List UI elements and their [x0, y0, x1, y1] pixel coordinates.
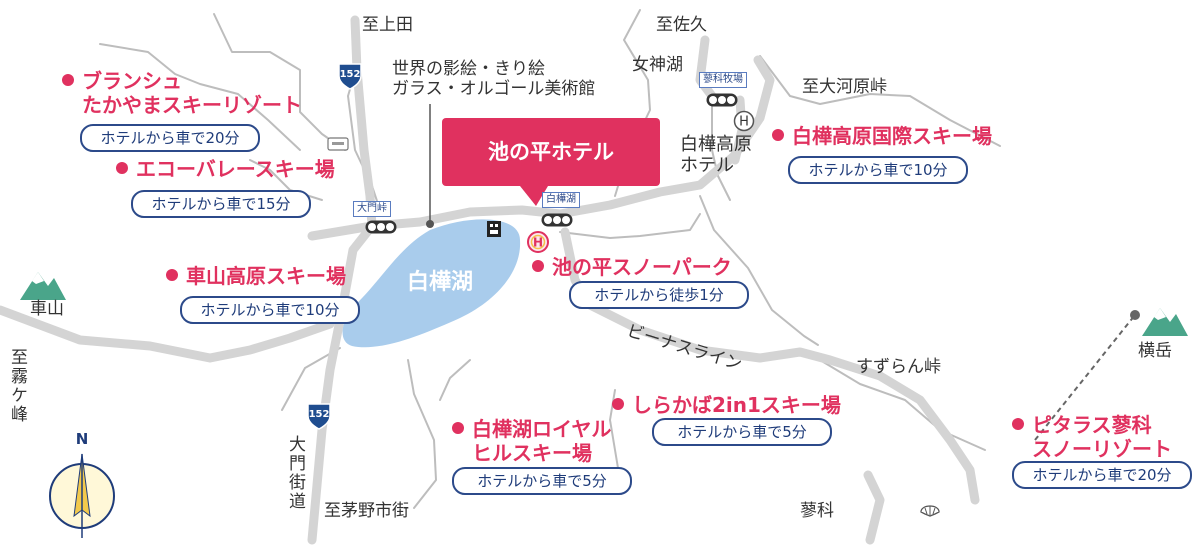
hospital-icon: H	[733, 110, 755, 132]
hospital-icon: H	[527, 231, 549, 253]
ski-area-pitaras-tateshina: ピタラス蓼科 スノーリゾート	[1012, 413, 1172, 461]
ski-area-shirakaba-2in1: しらかば2in1スキー場	[612, 393, 841, 418]
label-to-oogawara: 至大河原峠	[802, 77, 887, 97]
ski-area-marker	[62, 74, 74, 86]
ski-area-name: しらかば2in1スキー場	[632, 393, 841, 417]
label-kurumayama: 車山	[30, 299, 64, 319]
lake-label: 白樺湖	[407, 270, 474, 295]
label-to-chino: 至茅野市街	[324, 501, 409, 521]
label-daimon-kaido: 大門街道	[285, 435, 305, 511]
ski-area-marker	[116, 162, 128, 174]
access-time-badge: ホテルから車で20分	[1012, 461, 1192, 489]
ski-area-marker	[1012, 418, 1024, 430]
ski-area-name-line2: たかやまスキーリゾート	[82, 92, 302, 117]
compass-icon: N	[44, 430, 120, 540]
ski-area-kurumayama-kogen: 車山高原スキー場	[166, 264, 346, 289]
station-label-shirakabako: 白樺湖	[542, 192, 580, 208]
ski-area-echo-valley: エコーバレースキー場	[116, 157, 335, 182]
shirakaba-kogen-hotel-line1: 白樺高原	[680, 134, 752, 155]
station-label-omon-toge: 大門峠	[353, 201, 391, 217]
mountain-icon	[1142, 308, 1188, 336]
mountain-icon	[20, 272, 66, 300]
minor-roads	[99, 9, 1001, 509]
ski-area-marker	[772, 129, 784, 141]
shirakaba-kogen-hotel-line2: ホテル	[680, 154, 734, 176]
access-time-badge: ホテルから車で10分	[180, 296, 360, 324]
hotel-callout-pointer	[520, 186, 548, 206]
access-time-badge: ホテルから車で10分	[788, 156, 968, 184]
label-to-ueda: 至上田	[362, 15, 413, 35]
ski-area-shirakaba-kogen-kokusai: 白樺高原国際スキー場	[772, 124, 992, 149]
ski-area-name: 白樺高原国際スキー場	[792, 124, 992, 148]
label-yokodake: 横岳	[1138, 341, 1172, 361]
ski-area-ikenotaira-snow-park: 池の平スノーパーク	[532, 255, 732, 280]
label-to-saku: 至佐久	[656, 15, 707, 35]
ski-area-name: エコーバレースキー場	[136, 157, 335, 181]
ski-area-blanche-takayama: ブランシュ たかやまスキーリゾート	[62, 69, 302, 117]
ski-area-name: ピタラス蓼科	[1032, 413, 1152, 437]
route-shield-icon: 152	[306, 402, 332, 430]
label-museum: 世界の影絵・きり絵 ガラス・オルゴール美術館	[392, 59, 596, 99]
ski-area-name: 池の平スノーパーク	[552, 255, 732, 279]
ski-area-name: ブランシュ	[82, 69, 182, 93]
svg-text:H: H	[739, 115, 749, 130]
shell-station-icon	[920, 505, 940, 517]
ski-area-marker	[532, 260, 544, 272]
label-suzuran-toge: すずらん峠	[856, 357, 941, 377]
ski-area-marker	[452, 422, 464, 434]
access-time-badge: ホテルから車で5分	[452, 467, 632, 495]
traffic-signal-icon	[706, 93, 738, 107]
station-label-tateshina-bokujo: 蓼科牧場	[699, 72, 747, 88]
route-shield-icon: 152	[337, 62, 363, 90]
svg-text:H: H	[533, 236, 543, 250]
ski-area-name: 車山高原スキー場	[186, 264, 346, 288]
yokodake-peak-dot	[1130, 310, 1140, 320]
museum-pointer-dot	[426, 220, 434, 228]
building-icon	[487, 221, 501, 237]
traffic-signal-icon	[541, 213, 573, 227]
label-megamiko: 女神湖	[632, 55, 683, 75]
access-time-badge: ホテルから車で20分	[80, 124, 260, 152]
museum-line2: ガラス・オルゴール美術館	[392, 78, 596, 99]
access-time-badge: ホテルから徒歩1分	[569, 281, 749, 309]
label-to-kirigamine: 至霧ケ峰	[7, 348, 27, 424]
route-number-label: 152	[308, 409, 330, 420]
traffic-signal-icon	[365, 220, 397, 234]
ski-area-marker	[166, 269, 178, 281]
ski-area-name: 白樺湖ロイヤル	[472, 417, 612, 441]
label-shirakaba-kogen-hotel: 白樺高原 ホテル	[680, 134, 752, 176]
ski-area-name-line2: スノーリゾート	[1032, 436, 1172, 461]
museum-line1: 世界の影絵・きり絵	[392, 59, 545, 79]
access-time-badge: ホテルから車で15分	[131, 190, 311, 218]
compass-north-label: N	[75, 430, 89, 448]
gas-station-icon	[327, 137, 349, 151]
access-time-badge: ホテルから車で5分	[652, 418, 832, 446]
label-tateshina: 蓼科	[800, 501, 834, 521]
route-number-label: 152	[339, 69, 361, 80]
ski-area-name-line2: ヒルスキー場	[472, 440, 592, 465]
hotel-callout: 池の平ホテル	[442, 118, 660, 186]
compass-rose	[49, 453, 115, 538]
shirakaba-lake	[342, 219, 521, 348]
ski-area-shirakabako-royal-hill: 白樺湖ロイヤル ヒルスキー場	[452, 417, 612, 465]
ski-area-marker	[612, 398, 624, 410]
